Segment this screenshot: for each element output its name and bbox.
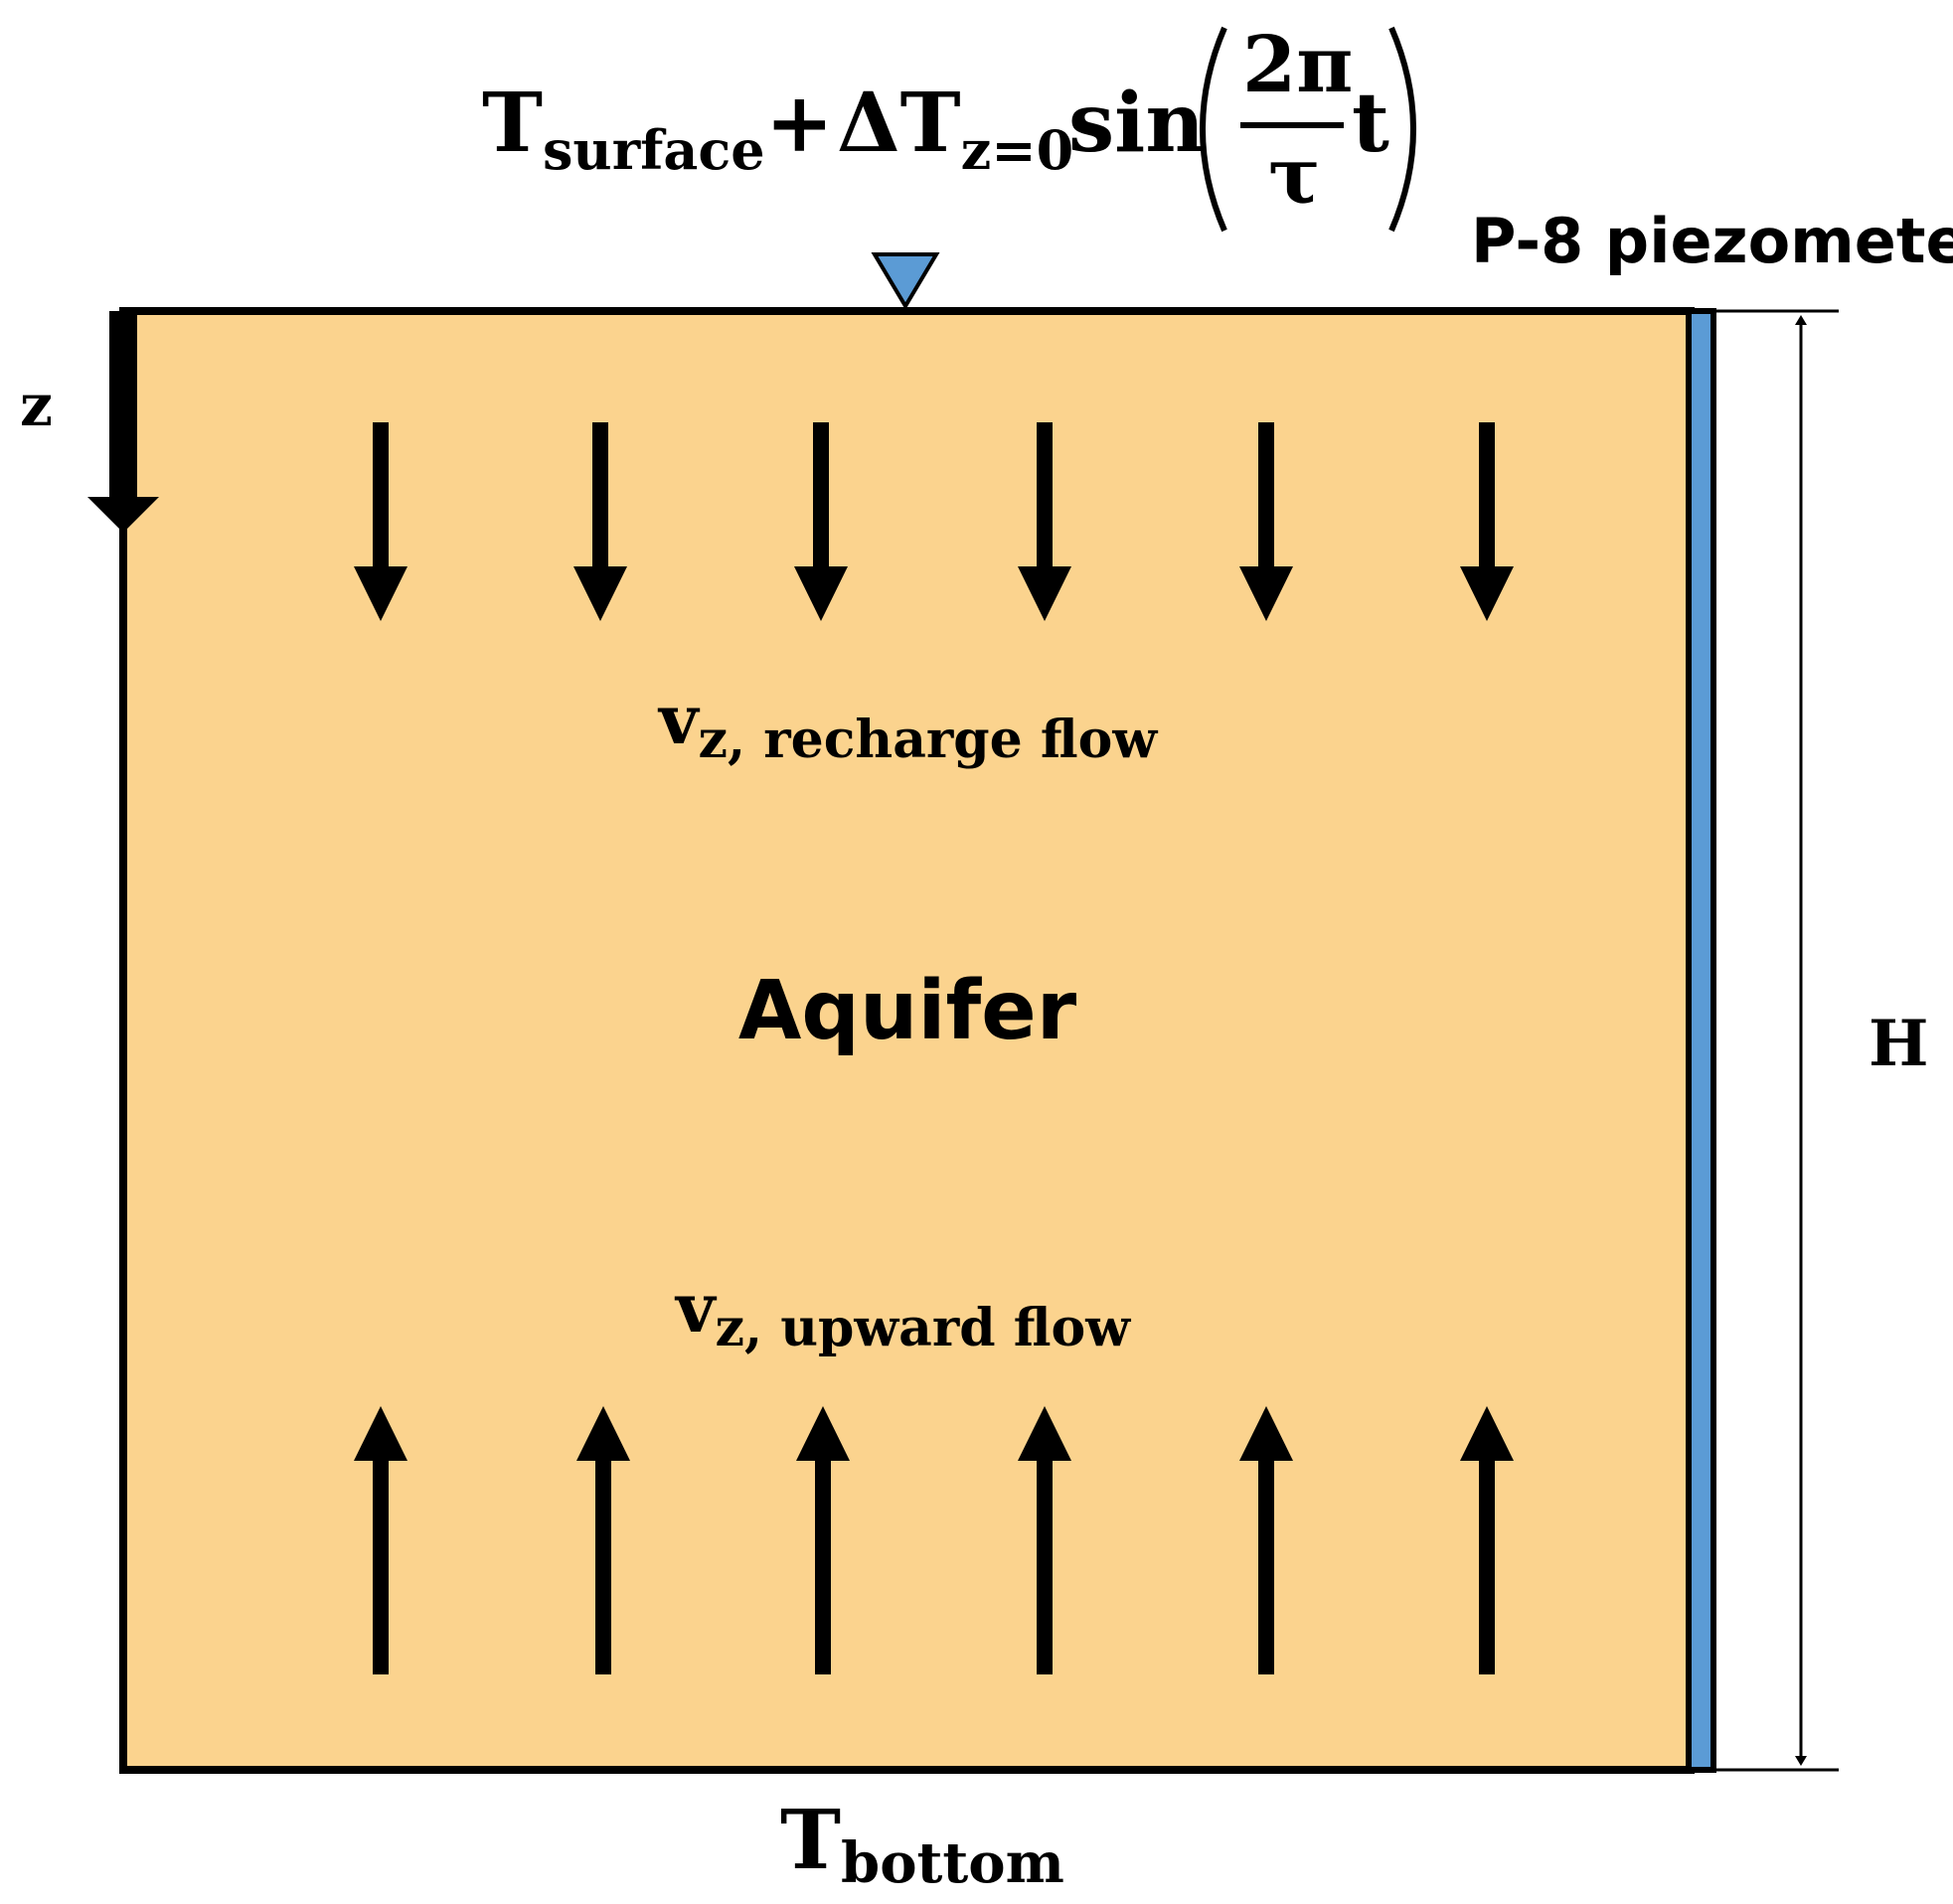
recharge-flow-label: vz, recharge flow bbox=[657, 681, 1158, 770]
depth-axis bbox=[87, 311, 159, 533]
recharge-arrow bbox=[1018, 422, 1071, 621]
svg-text:Tsurface: Tsurface bbox=[482, 76, 765, 182]
piezometer-tube bbox=[1686, 308, 1716, 1773]
thickness-label: H bbox=[1869, 1007, 1928, 1081]
svg-text:ΔTz=0: ΔTz=0 bbox=[837, 76, 1073, 182]
formula-surface-sub: surface bbox=[543, 118, 765, 182]
depth-axis-label: z bbox=[20, 372, 53, 439]
recharge-arrow bbox=[794, 422, 848, 621]
upward-arrow bbox=[1018, 1406, 1071, 1674]
formula-z0-sub: z=0 bbox=[961, 118, 1073, 182]
recharge-v: v bbox=[657, 681, 701, 760]
bottom-boundary-label: Tbottom bbox=[780, 1793, 1064, 1896]
recharge-arrow bbox=[573, 422, 627, 621]
upward-arrow bbox=[576, 1406, 630, 1674]
recharge-flow-arrows bbox=[354, 422, 1514, 621]
upward-sub: z, upward flow bbox=[716, 1298, 1132, 1358]
bottom-sub: bottom bbox=[841, 1830, 1064, 1896]
upward-flow-arrows bbox=[354, 1406, 1514, 1674]
piezometer-label: P-8 piezometer bbox=[1471, 205, 1953, 277]
formula-sin: sin bbox=[1068, 76, 1205, 171]
upward-arrow bbox=[354, 1406, 407, 1674]
formula-t: t bbox=[1352, 76, 1389, 171]
bottom-T: T bbox=[780, 1793, 841, 1888]
top-boundary-formula: Tsurface + ΔTz=0 sin 2π τ t bbox=[482, 20, 1416, 233]
recharge-arrow bbox=[1239, 422, 1293, 621]
formula-denominator: τ bbox=[1268, 131, 1320, 222]
formula-numerator: 2π bbox=[1242, 20, 1353, 110]
aquifer-label: Aquifer bbox=[738, 964, 1077, 1058]
formula-plus: + bbox=[765, 76, 834, 171]
formula-T: T bbox=[482, 76, 543, 171]
formula-left-paren bbox=[1200, 26, 1227, 233]
recharge-sub: z, recharge flow bbox=[699, 710, 1159, 770]
thickness-dimension bbox=[1713, 309, 1839, 1772]
water-table-marker-icon bbox=[871, 252, 940, 310]
upward-flow-label: vz, upward flow bbox=[674, 1269, 1131, 1358]
upward-v: v bbox=[674, 1269, 718, 1349]
recharge-arrow bbox=[354, 422, 407, 621]
upward-arrow bbox=[1239, 1406, 1293, 1674]
upward-arrow bbox=[1460, 1406, 1514, 1674]
formula-delta-T: ΔT bbox=[837, 76, 961, 171]
recharge-arrow bbox=[1460, 422, 1514, 621]
formula-right-paren bbox=[1388, 26, 1416, 233]
upward-arrow bbox=[796, 1406, 850, 1674]
